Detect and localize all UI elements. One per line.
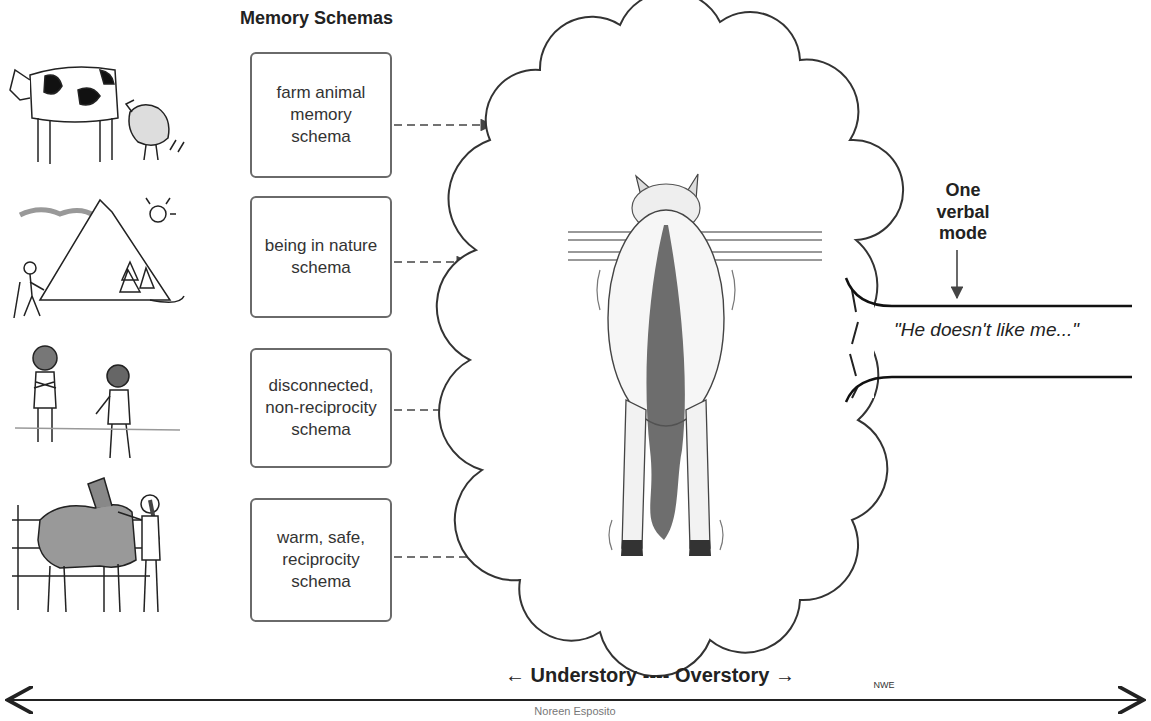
horse-person-sketch: [12, 478, 160, 612]
thought-cloud: [437, 0, 903, 676]
verbal-mode: One verbal mode "He doesn't like me...": [870, 180, 1145, 385]
schema-label: disconnected, non-reciprocity schema: [260, 375, 382, 441]
axis-line: [10, 699, 1141, 701]
diagram-title: Memory Schemas: [240, 8, 393, 29]
schema-label: being in nature schema: [260, 235, 382, 279]
nature-sketch: [14, 198, 184, 318]
schema-box: disconnected, non-reciprocity schema: [250, 348, 392, 468]
credit-text: Noreen Esposito: [475, 705, 675, 717]
verbal-funnel: [846, 278, 1132, 402]
schema-box: being in nature schema: [250, 196, 392, 318]
schema-label: farm animal memory schema: [260, 82, 382, 148]
people-sketch: [15, 346, 180, 458]
schema-box: farm animal memory schema: [250, 52, 392, 178]
pointer-arrow: [956, 250, 958, 298]
mode-heading: One verbal mode: [923, 180, 1003, 245]
horse-illustration: [568, 174, 822, 556]
axis-label: ← Understory ---- Overstory →: [400, 664, 900, 687]
schema-label: warm, safe, reciprocity schema: [260, 527, 382, 593]
schema-box: warm, safe, reciprocity schema: [250, 498, 392, 622]
quote-text: "He doesn't like me...": [894, 319, 1079, 341]
farm-animal-sketch: [10, 67, 184, 164]
initials-text: NWE: [862, 680, 906, 690]
dashed-opening: [850, 290, 858, 398]
